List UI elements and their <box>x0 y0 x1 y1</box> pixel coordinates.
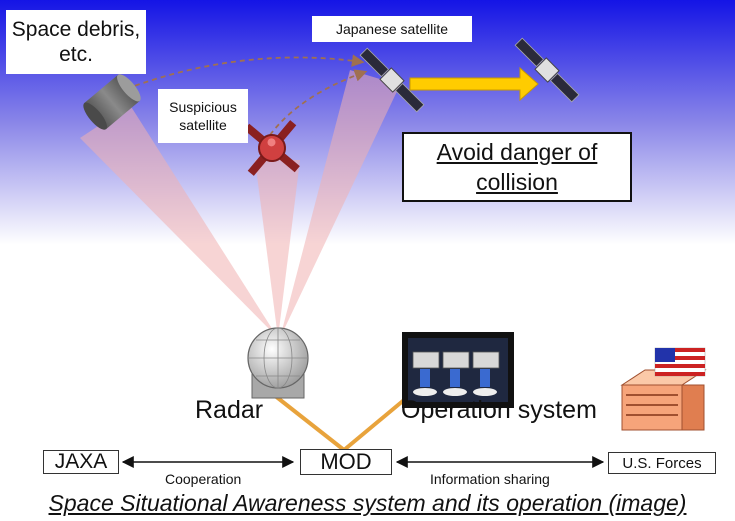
us-forces-box: U.S. Forces <box>608 452 716 474</box>
japanese-satellite-moved-icon <box>514 37 580 103</box>
japanese-satellite-icon <box>359 47 425 113</box>
operation-system-label: Operation system <box>401 396 597 424</box>
jaxa-box: JAXA <box>43 450 119 474</box>
radar-dome-icon <box>247 327 309 399</box>
debris-label: Space debris, etc. <box>6 10 146 74</box>
figure-caption: Space Situational Awareness system and i… <box>48 490 687 516</box>
cooperation-label: Cooperation <box>165 471 242 487</box>
mod-box: MOD <box>300 449 392 475</box>
avoidance-arrow <box>409 66 539 102</box>
information-sharing-label: Information sharing <box>430 471 550 487</box>
suspicious-trajectory-arrow <box>269 69 368 136</box>
operation-console-icon <box>402 332 514 408</box>
suspicious-satellite-icon <box>244 120 300 176</box>
us-forces-building-icon <box>620 369 707 431</box>
debris-icon <box>83 74 141 130</box>
avoid-collision-box: Avoid danger of collision <box>402 132 632 202</box>
suspicious-satellite-label: Suspicious satellite <box>158 89 248 143</box>
radar-label: Radar <box>195 396 264 424</box>
japanese-satellite-label: Japanese satellite <box>312 16 472 42</box>
radar-beams <box>80 70 400 338</box>
us-flag-icon <box>654 347 706 377</box>
debris-trajectory-arrow <box>117 54 365 93</box>
